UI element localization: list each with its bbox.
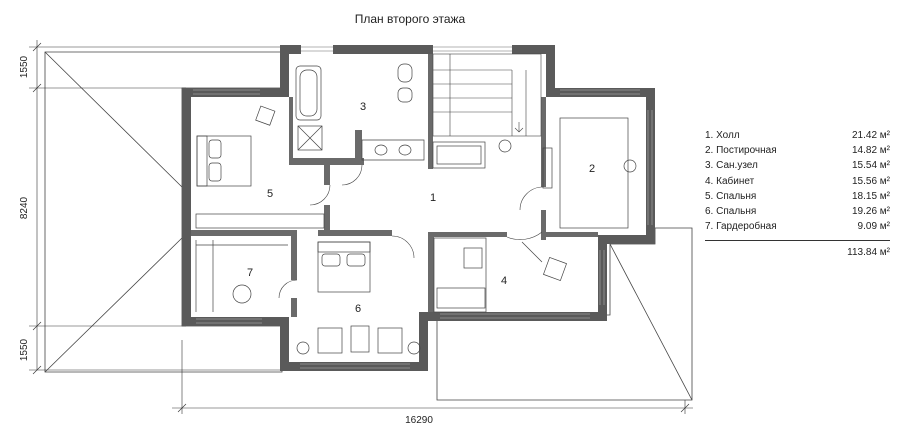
legend-row: 2. Постирочная 14.82 м² (705, 143, 890, 158)
staircase (432, 53, 542, 137)
dimension-bottom: 16290 (405, 415, 433, 426)
room-number-4: 4 (501, 275, 507, 287)
dimension-lines (29, 40, 693, 414)
room-number-5: 5 (267, 188, 273, 200)
windows (193, 46, 653, 369)
legend-row: 5. Спальня 18.15 м² (705, 189, 890, 204)
furniture (195, 63, 637, 355)
legend-room-area: 15.54 м² (851, 160, 890, 172)
legend-row: 7. Гардеробная 9.09 м² (705, 219, 890, 234)
interior-walls (191, 54, 598, 317)
legend-row: 6. Спальня 19.26 м² (705, 204, 890, 219)
legend-room-label: 1. Холл (705, 130, 740, 141)
dimension-bottom-left: 1550 (19, 338, 30, 361)
legend-room-label: 6. Спальня (705, 205, 757, 217)
room-area-legend: 1. Холл 21.42 м² 2. Постирочная 14.82 м²… (705, 128, 890, 258)
legend-divider (705, 240, 890, 242)
legend-room-label: 3. Сан.узел (705, 160, 758, 172)
outer-walls (182, 45, 655, 371)
dimension-middle-left: 8240 (19, 196, 30, 219)
room-number-7: 7 (247, 267, 253, 279)
legend-room-label: 4. Кабинет (705, 175, 755, 187)
legend-room-label: 5. Спальня (705, 190, 757, 202)
plan-title: План второго этажа (354, 12, 466, 26)
legend-room-area: 19.26 м² (851, 205, 890, 217)
legend-room-area: 15.56 м² (851, 175, 890, 187)
legend-row: 4. Кабинет 15.56 м² (705, 174, 890, 189)
legend-room-label: 7. Гардеробная (705, 221, 777, 233)
legend-room-area: 9.09 м² (857, 221, 890, 233)
legend-total-area: 113.84 м² (847, 247, 890, 259)
legend-row: 3. Сан.узел 15.54 м² (705, 158, 890, 173)
room-number-2: 2 (589, 163, 595, 175)
legend-room-area: 18.15 м² (851, 190, 890, 202)
room-number-6: 6 (355, 303, 361, 315)
legend-room-label: 2. Постирочная (705, 145, 777, 157)
legend-row: 1. Холл 21.42 м² (705, 128, 890, 143)
legend-room-area: 21.42 м² (851, 130, 890, 141)
dimension-top-left: 1550 (19, 55, 30, 78)
legend-room-area: 14.82 м² (851, 145, 890, 157)
room-number-1: 1 (430, 192, 436, 204)
doors (278, 164, 544, 299)
room-number-3: 3 (360, 101, 366, 113)
